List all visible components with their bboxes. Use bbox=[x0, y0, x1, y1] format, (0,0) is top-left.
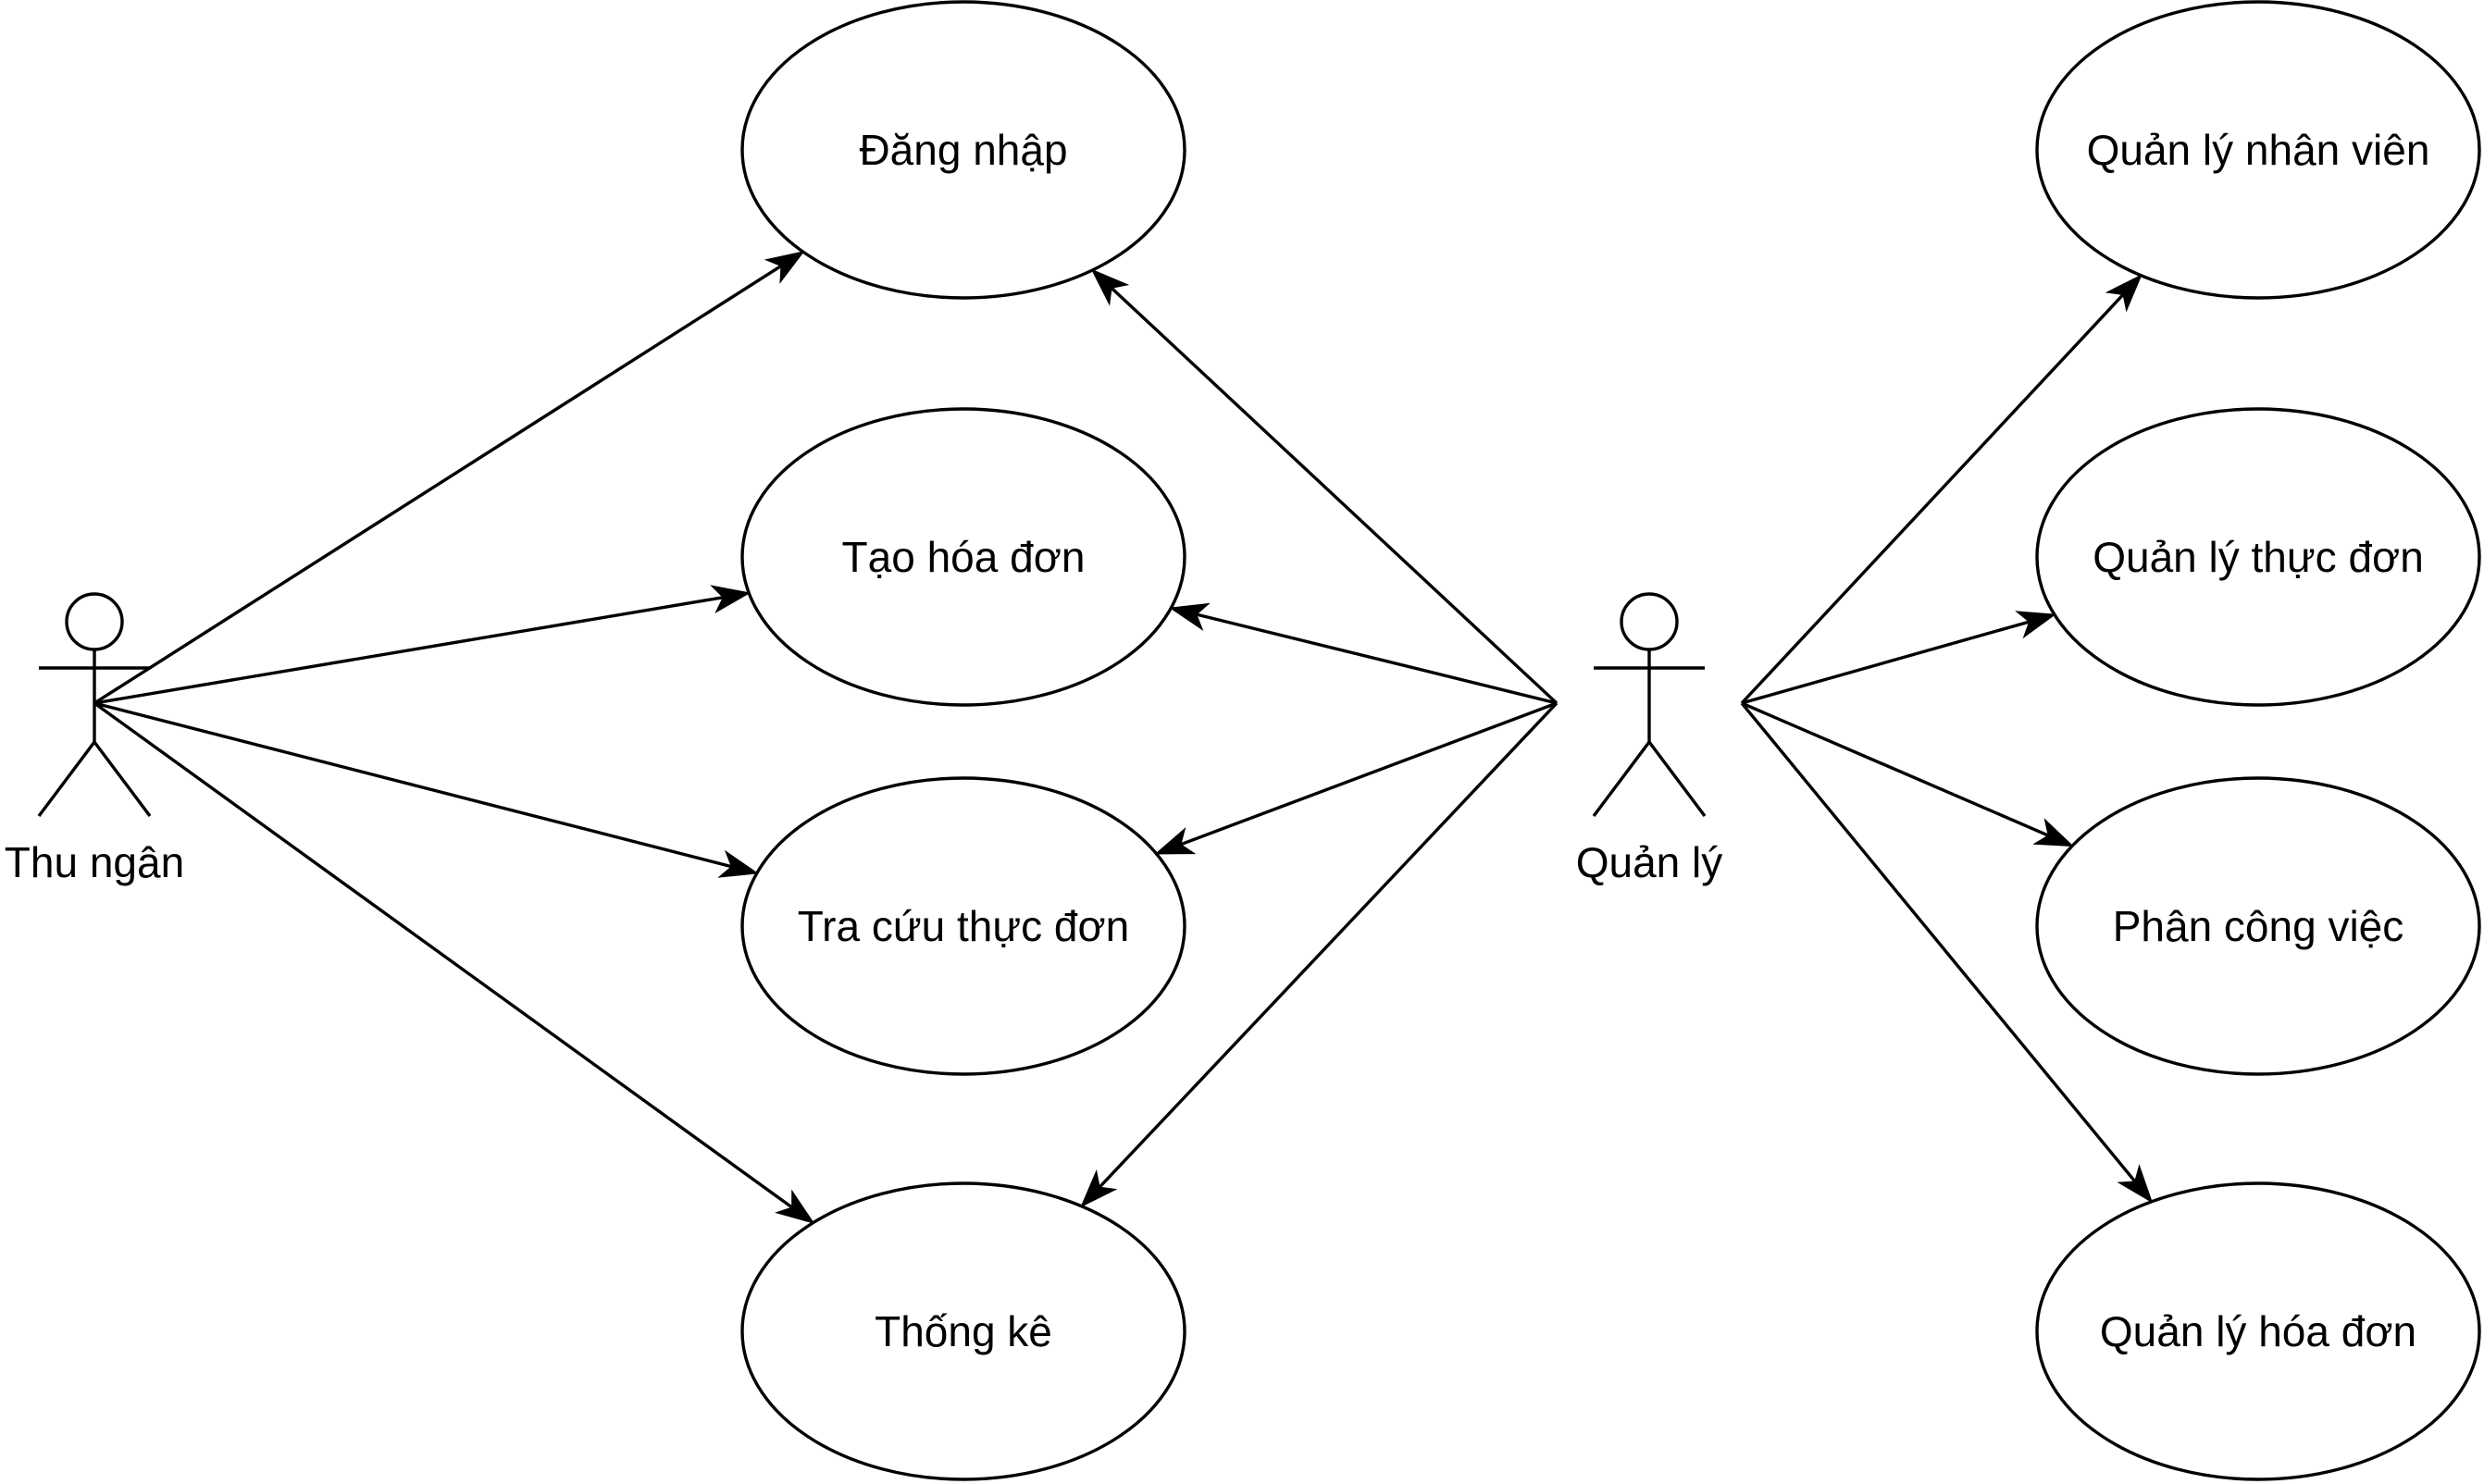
association-manager-manage_invoices bbox=[1740, 701, 2154, 1204]
use-case-label: Tra cứu thực đơn bbox=[798, 902, 1130, 950]
use-case-ellipse bbox=[2035, 1181, 2481, 1481]
actor-left-leg bbox=[1592, 740, 1651, 818]
actor-right-leg bbox=[93, 740, 152, 818]
association-manager-lookup_menu bbox=[1154, 701, 1558, 855]
use-case-manage-menu[interactable]: Quản lý thực đơn bbox=[2035, 407, 2481, 707]
arrowhead-icon bbox=[2032, 818, 2075, 847]
use-case-manage-staff[interactable]: Quản lý nhân viên bbox=[2035, 0, 2481, 300]
association-manager-manage_menu bbox=[1741, 611, 2056, 705]
use-case-ellipse bbox=[740, 1181, 1186, 1481]
stick-figure-icon bbox=[1592, 592, 1707, 818]
association-manager-assign_work bbox=[1741, 701, 2075, 847]
arrowhead-icon bbox=[2015, 611, 2056, 639]
use-case-create-invoice[interactable]: Tạo hóa đơn bbox=[740, 407, 1186, 707]
association-line bbox=[1740, 701, 2137, 1183]
use-case-label: Thống kê bbox=[875, 1307, 1052, 1355]
actor-cashier[interactable]: Thu ngân bbox=[5, 592, 184, 886]
use-case-ellipse bbox=[740, 407, 1186, 707]
use-case-lookup-menu[interactable]: Tra cứu thực đơn bbox=[740, 776, 1186, 1076]
arrowhead-icon bbox=[710, 585, 751, 613]
association-manager-manage_staff bbox=[1740, 274, 2142, 705]
arrowhead-icon bbox=[717, 849, 759, 878]
association-line bbox=[93, 595, 724, 705]
use-case-label: Quản lý hóa đơn bbox=[2100, 1307, 2416, 1355]
arrowhead-icon bbox=[764, 251, 805, 284]
association-manager-create_invoice bbox=[1169, 602, 1558, 705]
actor-nodes: Thu ngân Quản lý bbox=[5, 592, 1723, 886]
association-edges bbox=[93, 251, 2154, 1224]
actor-right-leg bbox=[1647, 740, 1707, 818]
association-line bbox=[1110, 286, 1559, 705]
association-line bbox=[1741, 701, 2050, 837]
use-case-ellipse bbox=[740, 776, 1186, 1076]
association-line bbox=[1179, 701, 1558, 847]
association-cashier-lookup_menu bbox=[93, 701, 759, 878]
association-line bbox=[93, 264, 783, 705]
use-case-ellipse bbox=[2035, 407, 2481, 707]
arrowhead-icon bbox=[1080, 1169, 1118, 1208]
association-manager-statistics bbox=[1080, 701, 1559, 1208]
use-case-label: Quản lý thực đơn bbox=[2093, 533, 2424, 581]
association-line bbox=[1098, 701, 1559, 1189]
actor-label: Thu ngân bbox=[5, 838, 184, 886]
association-cashier-login bbox=[93, 251, 805, 705]
association-line bbox=[93, 701, 733, 869]
use-case-login[interactable]: Đăng nhập bbox=[740, 0, 1186, 300]
use-case-ellipse bbox=[2035, 776, 2481, 1076]
actor-head bbox=[65, 592, 124, 651]
actor-label: Quản lý bbox=[1576, 838, 1723, 886]
use-case-label: Tạo hóa đơn bbox=[842, 533, 1086, 581]
arrowhead-icon bbox=[2117, 1164, 2154, 1204]
association-manager-login bbox=[1090, 268, 1559, 705]
association-line bbox=[1740, 293, 2125, 705]
use-case-manage-invoices[interactable]: Quản lý hóa đơn bbox=[2035, 1181, 2481, 1481]
actor-left-leg bbox=[37, 740, 96, 818]
association-line bbox=[93, 701, 793, 1209]
use-case-ellipse bbox=[2035, 0, 2481, 300]
arrowhead-icon bbox=[1169, 602, 1211, 631]
arrowhead-icon bbox=[1154, 827, 1197, 855]
use-case-statistics[interactable]: Thống kê bbox=[740, 1181, 1186, 1481]
use-case-label: Phân công việc bbox=[2113, 902, 2404, 950]
arrowhead-icon bbox=[775, 1189, 815, 1224]
arrowhead-icon bbox=[1090, 268, 1130, 306]
stick-figure-icon bbox=[37, 592, 152, 818]
association-cashier-statistics bbox=[93, 701, 815, 1224]
use-case-ellipse bbox=[740, 0, 1186, 300]
use-case-label: Quản lý nhân viên bbox=[2087, 126, 2430, 174]
use-case-label: Đăng nhập bbox=[859, 126, 1067, 174]
association-cashier-create_invoice bbox=[93, 585, 751, 705]
association-line bbox=[1741, 620, 2031, 705]
use-case-assign-work[interactable]: Phân công việc bbox=[2035, 776, 2481, 1076]
association-line bbox=[1196, 612, 1558, 705]
arrowhead-icon bbox=[2105, 274, 2142, 313]
actor-head bbox=[1620, 592, 1679, 651]
actor-manager[interactable]: Quản lý bbox=[1576, 592, 1723, 886]
